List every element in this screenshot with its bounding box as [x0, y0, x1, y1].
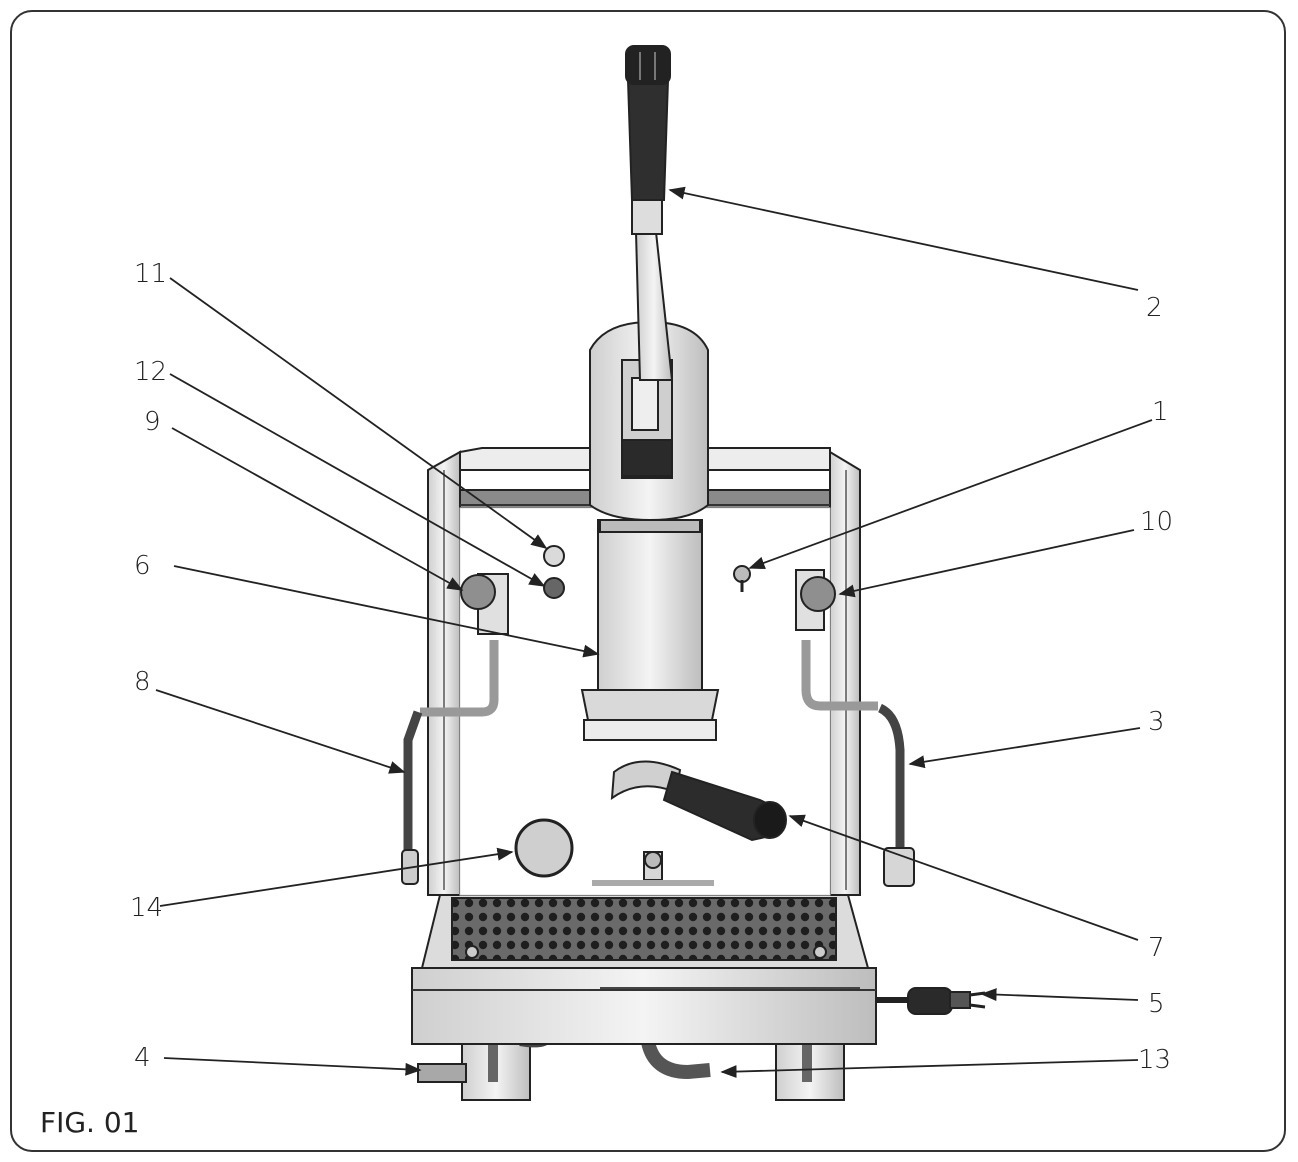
callout-labels: 2 1 10 3 7 5 13 11 12 9 6 8 14 4 [130, 259, 1173, 1075]
machine-feet [461, 1039, 845, 1101]
callout-11: 11 [134, 259, 167, 289]
leader-6 [173, 565, 600, 658]
leader-12 [169, 373, 546, 587]
leader-11 [169, 277, 548, 549]
right-valve-wand [795, 569, 915, 887]
leader-4 [163, 1057, 422, 1076]
figure-caption: FIG. 01 [40, 1106, 140, 1139]
leader-10 [838, 529, 1135, 598]
callout-5: 5 [1148, 989, 1165, 1019]
indicator-lamp-bottom [543, 577, 565, 599]
leader-3 [908, 727, 1141, 769]
leader-14 [159, 847, 514, 907]
water-spout [592, 851, 714, 886]
pressure-gauge [514, 818, 574, 878]
machine-illustration [401, 45, 986, 1101]
leader-1 [748, 419, 1153, 570]
leader-2 [668, 186, 1139, 291]
leader-13 [720, 1059, 1139, 1079]
callout-10: 10 [1140, 507, 1173, 537]
leader-5 [980, 988, 1139, 1002]
callout-4: 4 [134, 1043, 151, 1073]
indicator-lamp-top [543, 545, 565, 567]
callout-1: 1 [1152, 397, 1169, 427]
callout-7: 7 [1148, 933, 1165, 963]
leader-8 [155, 689, 406, 774]
machine-base [411, 894, 877, 1045]
toggle-switch [733, 565, 751, 592]
callout-6: 6 [134, 551, 151, 581]
leader-9 [171, 427, 464, 591]
lever-housing [589, 320, 709, 522]
leader-lines [155, 186, 1153, 1079]
callout-13: 13 [1138, 1045, 1171, 1075]
callout-2: 2 [1146, 293, 1163, 323]
callout-14: 14 [130, 893, 163, 923]
left-valve-wand [401, 573, 509, 885]
portafilter [610, 760, 787, 842]
leader-7 [788, 814, 1139, 941]
callout-12: 12 [134, 357, 167, 387]
group-head [580, 519, 720, 741]
power-cord [876, 987, 986, 1015]
lever-arm [625, 45, 674, 381]
callout-8: 8 [134, 667, 151, 697]
frame-posts [427, 450, 861, 896]
callout-3: 3 [1148, 707, 1165, 737]
callout-9: 9 [144, 407, 161, 437]
